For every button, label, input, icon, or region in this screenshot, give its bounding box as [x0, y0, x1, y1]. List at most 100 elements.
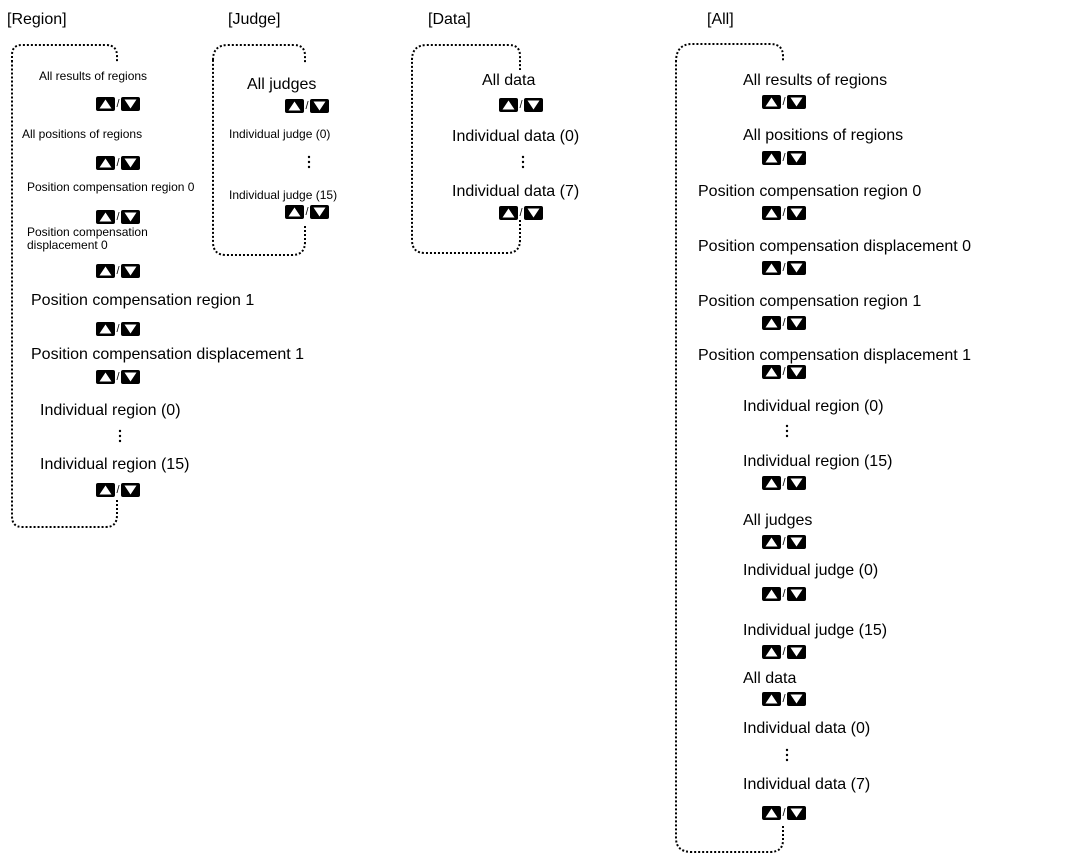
up-arrow-key-icon [499, 98, 518, 112]
up-arrow-key-icon [96, 210, 115, 224]
up-down-keys: / [762, 587, 806, 601]
all-all-positions-label: All positions of regions [743, 127, 904, 144]
key-separator: / [782, 262, 786, 274]
up-arrow-key-icon [96, 264, 115, 278]
up-down-keys: / [762, 316, 806, 330]
down-arrow-key-icon [524, 206, 543, 220]
up-down-keys: / [96, 370, 140, 384]
down-arrow-key-icon [787, 806, 806, 820]
key-separator: / [519, 207, 523, 219]
all-pos-comp-region-0-label: Position compensation region 0 [698, 183, 922, 200]
key-separator: / [305, 206, 309, 218]
all-all-data-label: All data [743, 670, 797, 687]
up-down-keys: / [762, 365, 806, 379]
key-separator: / [116, 323, 120, 335]
up-down-keys: / [285, 205, 329, 219]
region-all-positions-label: All positions of regions [22, 127, 143, 141]
vertical-ellipsis-icon [307, 155, 311, 174]
region-header: [Region] [7, 11, 67, 28]
up-down-keys: / [96, 322, 140, 336]
key-separator: / [782, 477, 786, 489]
up-arrow-key-icon [96, 483, 115, 497]
up-arrow-key-icon [762, 365, 781, 379]
key-separator: / [782, 366, 786, 378]
down-arrow-key-icon [787, 535, 806, 549]
up-down-keys: / [96, 264, 140, 278]
region-pos-comp-region-1-label: Position compensation region 1 [31, 292, 255, 309]
all-judge-first-label: Individual judge (0) [743, 562, 879, 579]
down-arrow-key-icon [121, 483, 140, 497]
down-arrow-key-icon [787, 476, 806, 490]
up-arrow-key-icon [285, 205, 304, 219]
region-pos-comp-region-0-label: Position compensation region 0 [27, 180, 195, 194]
vertical-ellipsis-icon [785, 748, 789, 767]
data-loop-frame [411, 44, 521, 254]
region-all-results-label: All results of regions [39, 69, 148, 83]
all-data-last-label: Individual data (7) [743, 776, 871, 793]
up-down-keys: / [285, 99, 329, 113]
vertical-ellipsis-icon [785, 424, 789, 443]
up-arrow-key-icon [762, 206, 781, 220]
region-individual-last-label: Individual region (15) [40, 456, 190, 473]
key-separator: / [782, 317, 786, 329]
up-arrow-key-icon [762, 151, 781, 165]
up-arrow-key-icon [762, 95, 781, 109]
up-down-keys: / [762, 806, 806, 820]
all-pos-comp-region-1-label: Position compensation region 1 [698, 293, 922, 310]
all-all-results-label: All results of regions [743, 72, 888, 89]
vertical-ellipsis-icon [521, 155, 525, 174]
up-arrow-key-icon [762, 476, 781, 490]
all-region-last-label: Individual region (15) [743, 453, 893, 470]
up-down-keys: / [96, 97, 140, 111]
judge-individual-last-label: Individual judge (15) [229, 188, 338, 202]
key-separator: / [782, 207, 786, 219]
up-arrow-key-icon [762, 535, 781, 549]
up-arrow-key-icon [96, 97, 115, 111]
key-separator: / [116, 265, 120, 277]
down-arrow-key-icon [787, 365, 806, 379]
region-pos-comp-disp-1-label: Position compensation displacement 1 [31, 346, 305, 363]
up-arrow-key-icon [499, 206, 518, 220]
data-individual-first-label: Individual data (0) [452, 128, 580, 145]
all-header: [All] [707, 11, 734, 28]
all-data-first-label: Individual data (0) [743, 720, 871, 737]
up-down-keys: / [499, 206, 543, 220]
region-individual-first-label: Individual region (0) [40, 402, 181, 419]
up-arrow-key-icon [285, 99, 304, 113]
all-pos-comp-disp-1-label: Position compensation displacement 1 [698, 347, 972, 364]
all-all-judges-label: All judges [743, 512, 813, 529]
key-separator: / [305, 100, 309, 112]
up-down-keys: / [762, 692, 806, 706]
up-down-keys: / [762, 645, 806, 659]
up-arrow-key-icon [96, 370, 115, 384]
all-judge-last-label: Individual judge (15) [743, 622, 888, 639]
up-arrow-key-icon [762, 645, 781, 659]
key-separator: / [782, 536, 786, 548]
key-separator: / [116, 371, 120, 383]
region-loop-frame [11, 44, 118, 528]
up-down-keys: / [96, 156, 140, 170]
down-arrow-key-icon [787, 95, 806, 109]
key-separator: / [116, 484, 120, 496]
up-down-keys: / [762, 151, 806, 165]
down-arrow-key-icon [121, 210, 140, 224]
key-separator: / [782, 807, 786, 819]
down-arrow-key-icon [121, 370, 140, 384]
vertical-ellipsis-icon [118, 429, 122, 448]
data-individual-last-label: Individual data (7) [452, 183, 580, 200]
up-arrow-key-icon [762, 261, 781, 275]
down-arrow-key-icon [787, 151, 806, 165]
data-header: [Data] [428, 11, 471, 28]
up-arrow-key-icon [762, 806, 781, 820]
down-arrow-key-icon [787, 692, 806, 706]
judge-individual-first-label: Individual judge (0) [229, 127, 331, 141]
down-arrow-key-icon [787, 316, 806, 330]
up-down-keys: / [762, 95, 806, 109]
judge-header: [Judge] [228, 11, 281, 28]
down-arrow-key-icon [787, 261, 806, 275]
all-region-first-label: Individual region (0) [743, 398, 884, 415]
up-down-keys: / [96, 210, 140, 224]
down-arrow-key-icon [524, 98, 543, 112]
up-arrow-key-icon [762, 587, 781, 601]
